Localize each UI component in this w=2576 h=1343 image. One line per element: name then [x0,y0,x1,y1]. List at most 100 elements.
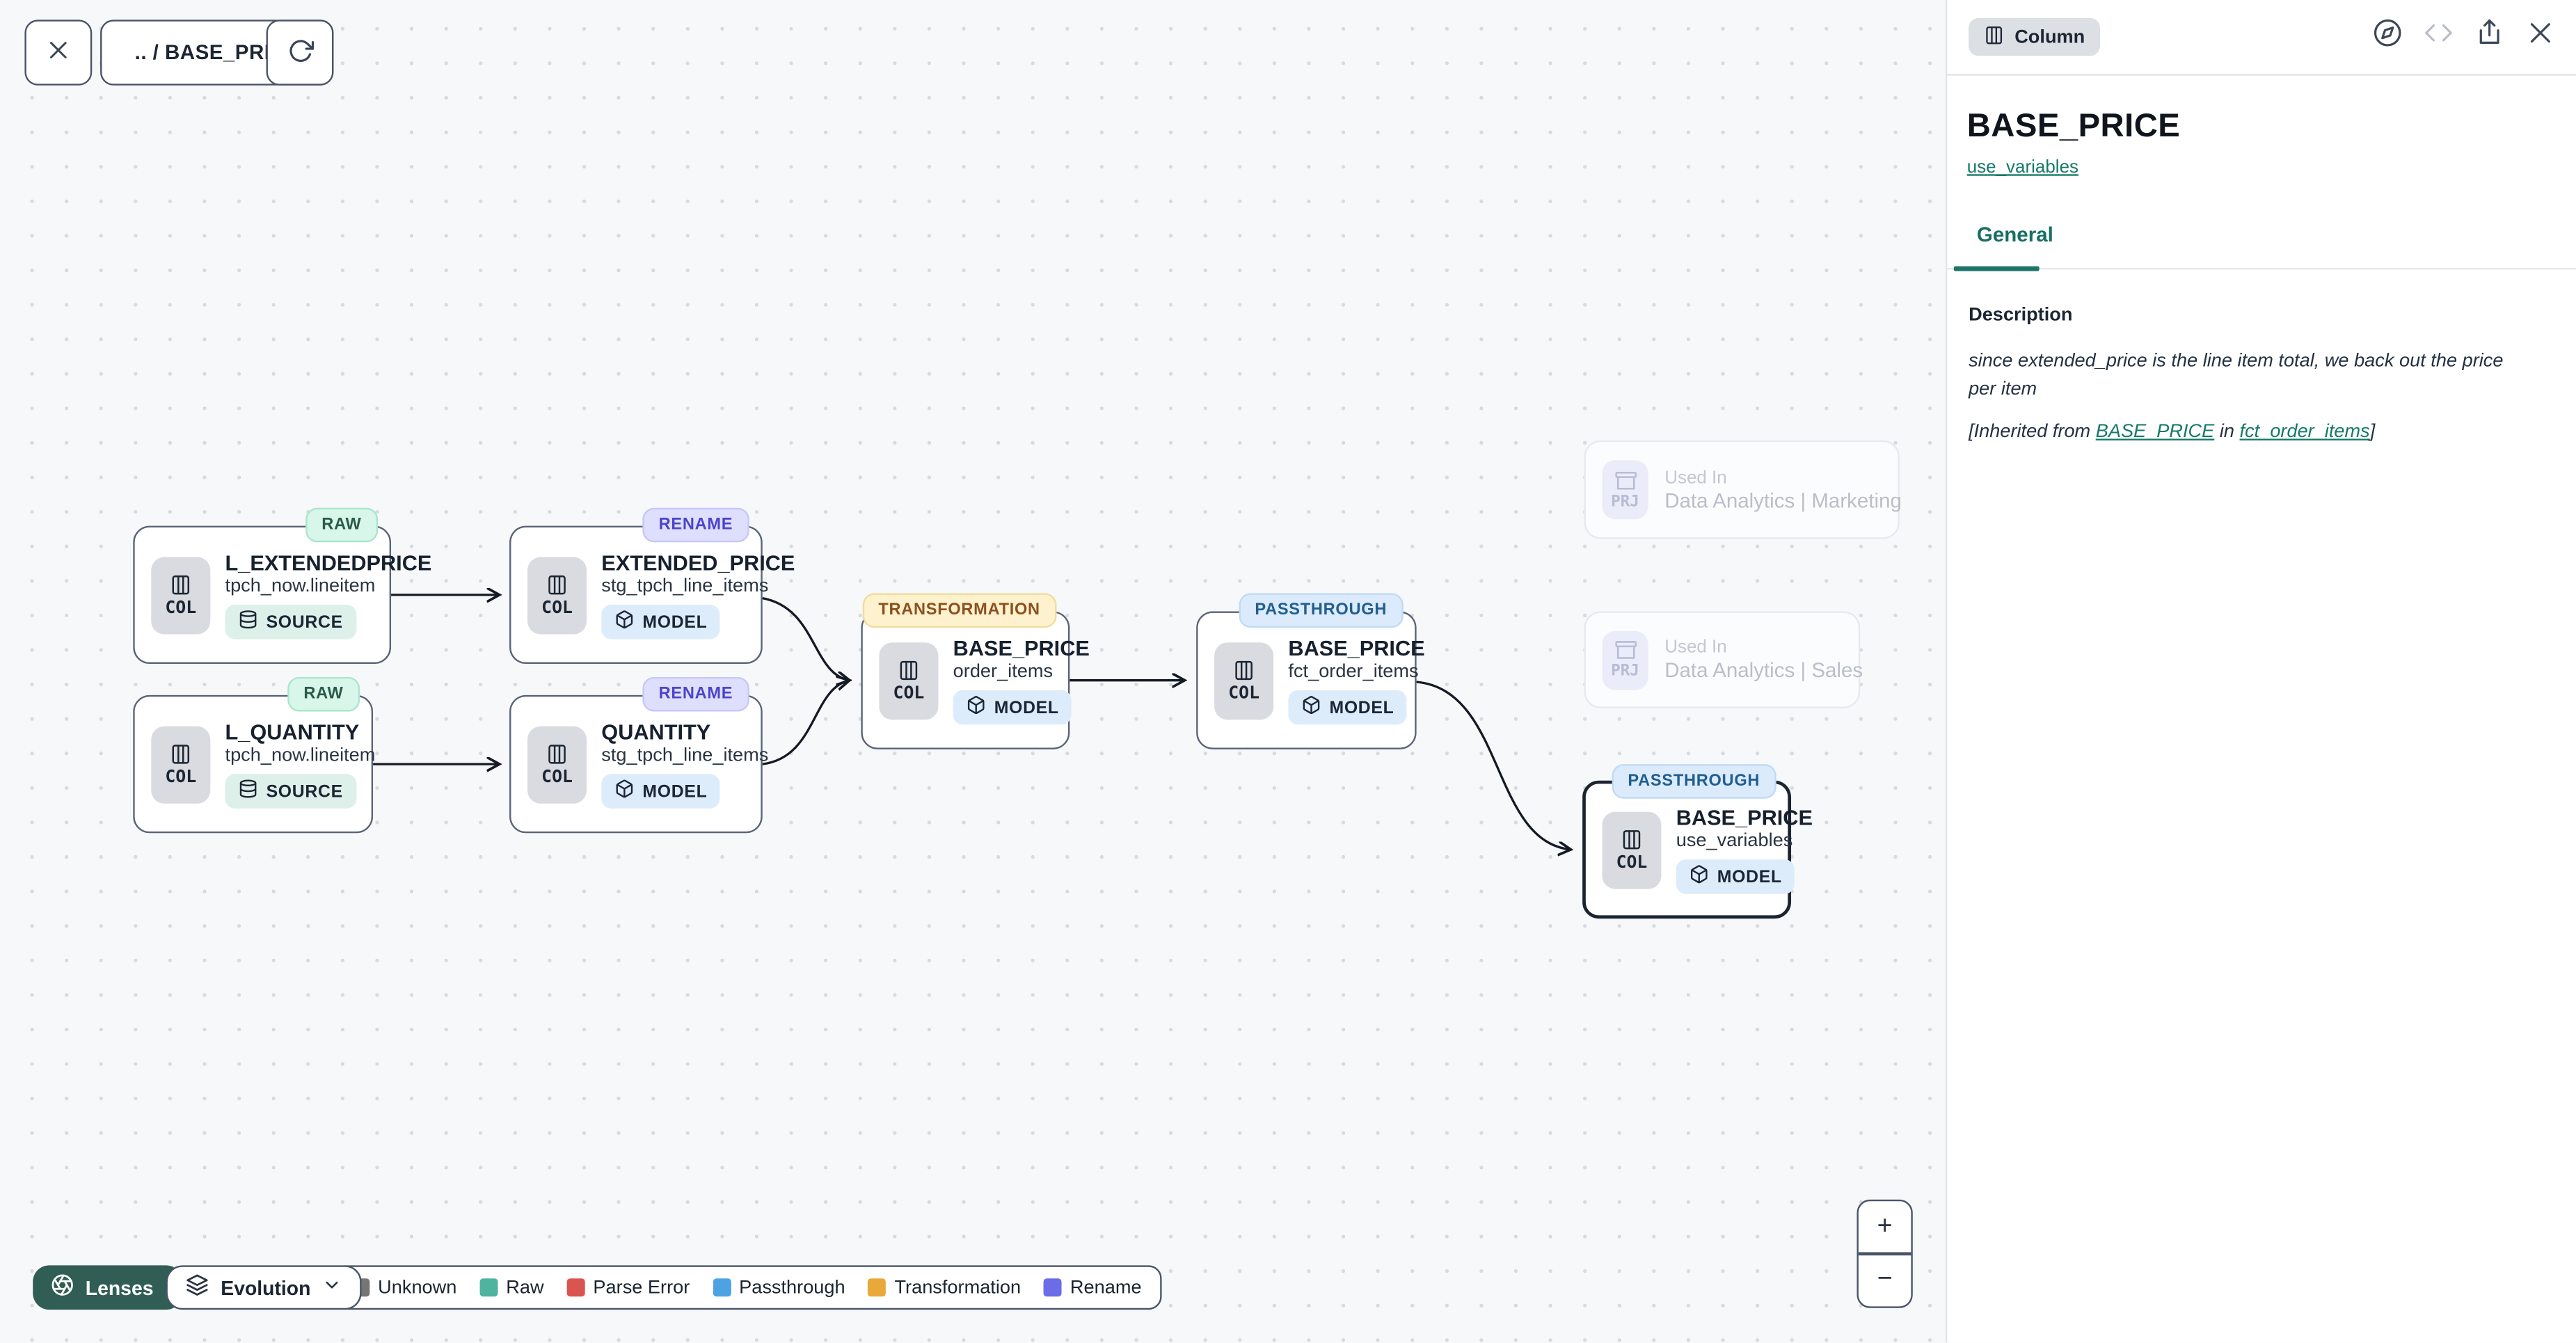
lenses-button[interactable]: Lenses [33,1265,183,1310]
inherited-column-link[interactable]: BASE_PRICE [2095,421,2215,442]
divider [1858,1253,1911,1255]
close-canvas-button[interactable] [24,19,93,86]
status-badge: RAW [287,676,360,712]
status-badge: TRANSFORMATION [861,593,1057,628]
status-badge: RAW [305,507,379,543]
column-icon [1983,24,2005,50]
cube-icon [1301,695,1321,720]
explore-button[interactable] [2373,18,2403,56]
status-badge: RENAME [642,507,749,543]
legend-item: Rename [1044,1278,1142,1297]
node-subtitle: use_variables [1676,831,1793,852]
layers-icon [186,1273,209,1301]
node-base-price-use-variables[interactable]: PASSTHROUGH COL BASE_PRICE use_variables… [1582,764,1813,919]
legend-swatch [1044,1278,1063,1297]
description-text: since extended_price is the line item to… [1969,351,2504,400]
zoom-out-button[interactable]: − [1859,1255,1911,1307]
node-title: BASE_PRICE [953,635,1090,661]
database-icon [238,610,257,634]
model-chip: MODEL [601,605,721,639]
legend-swatch [868,1278,887,1297]
legend-swatch [479,1278,498,1297]
project-icon: PRJ [1602,460,1648,520]
lens-legend: Unknown Raw Parse Error Passthrough Tran… [332,1265,1161,1310]
node-title: EXTENDED_PRICE [601,550,795,575]
close-icon [2526,18,2556,56]
column-icon: COL [527,556,587,634]
model-chip: MODEL [1676,859,1795,894]
code-icon [2424,18,2454,56]
model-chip: MODEL [601,774,721,809]
project-icon: PRJ [1602,630,1648,690]
legend-item: Parse Error [566,1278,690,1297]
node-title: BASE_PRICE [1288,635,1425,661]
node-title: L_EXTENDEDPRICE [225,550,432,575]
node-subtitle: order_items [953,662,1054,683]
database-icon [238,779,257,803]
legend-item: Raw [479,1278,544,1297]
used-in-node-marketing[interactable]: PRJ Used In Data Analytics | Marketing [1584,440,1902,539]
node-subtitle: tpch_now.lineitem [225,576,376,597]
node-base-price-fct-order-items[interactable]: PASSTHROUGH COL BASE_PRICE fct_order_ite… [1196,593,1425,749]
cube-icon [614,779,634,803]
chevron-down-icon [322,1276,342,1300]
status-badge: PASSTHROUGH [1238,593,1404,628]
legend-swatch [713,1278,731,1297]
close-panel-button[interactable] [2526,18,2556,56]
status-badge: PASSTHROUGH [1611,764,1776,799]
node-subtitle: stg_tpch_line_items [601,576,769,597]
status-badge: RENAME [642,676,749,712]
code-button[interactable] [2424,18,2454,56]
evolution-label: Evolution [221,1276,311,1299]
model-chip: MODEL [953,690,1072,725]
node-title: L_QUANTITY [225,720,360,745]
tab-general[interactable]: General [1976,223,2053,247]
legend-item: Passthrough [713,1278,845,1297]
legend-item: Transformation [868,1278,1021,1297]
model-link[interactable]: use_variables [1966,157,2079,178]
panel-header: Column [1947,0,2576,76]
inherited-model-link[interactable]: fct_order_items [2239,421,2370,442]
entity-type-chip: Column [1969,17,2100,56]
aperture-icon [51,1273,74,1301]
model-chip: MODEL [1288,690,1408,725]
close-icon [46,38,70,67]
used-in-node-sales[interactable]: PRJ Used In Data Analytics | Sales [1584,611,1863,708]
active-tab-underline [1953,265,2040,271]
column-icon: COL [879,642,939,720]
used-in-title: Data Analytics | Sales [1664,658,1863,683]
node-quantity[interactable]: RENAME COL QUANTITY stg_tpch_line_items … [509,676,768,834]
source-chip: SOURCE [225,774,356,809]
column-icon: COL [527,725,587,803]
used-in-label: Used In [1664,467,1727,488]
lineage-canvas[interactable]: .. / BASE_PRICE PRJ Used In Data Analyti… [0,0,1946,1343]
column-icon: COL [151,725,211,803]
details-panel: Column BASE_PRICE use_variables Gener [1946,0,2576,1343]
zoom-controls: + − [1857,1199,1913,1308]
column-icon: COL [1602,811,1662,889]
node-subtitle: fct_order_items [1288,662,1419,683]
evolution-dropdown[interactable]: Evolution [166,1265,362,1310]
refresh-icon [287,37,313,68]
description-label: Description [1969,305,2073,326]
used-in-label: Used In [1664,637,1727,658]
cube-icon [967,695,986,720]
panel-tabs: General [1947,220,2576,271]
zoom-in-button[interactable]: + [1859,1201,1911,1253]
share-button[interactable] [2474,18,2504,56]
cube-icon [614,610,634,634]
used-in-title: Data Analytics | Marketing [1664,488,1902,512]
node-l-extendedprice[interactable]: RAW COL L_EXTENDEDPRICE tpch_now.lineite… [133,507,431,665]
compass-icon [2373,18,2403,56]
node-title: BASE_PRICE [1676,805,1813,830]
column-icon: COL [1214,642,1274,720]
node-title: QUANTITY [601,720,711,745]
refresh-button[interactable] [266,19,334,86]
node-extended-price[interactable]: RENAME COL EXTENDED_PRICE stg_tpch_line_… [509,507,795,665]
node-base-price-order-items[interactable]: TRANSFORMATION COL BASE_PRICE order_item… [861,593,1090,749]
node-subtitle: tpch_now.lineitem [225,746,376,766]
inherited-note: [Inherited from BASE_PRICE in fct_order_… [1969,421,2376,442]
node-l-quantity[interactable]: RAW COL L_QUANTITY tpch_now.lineitem SOU… [133,676,376,834]
cube-icon [1689,864,1709,889]
